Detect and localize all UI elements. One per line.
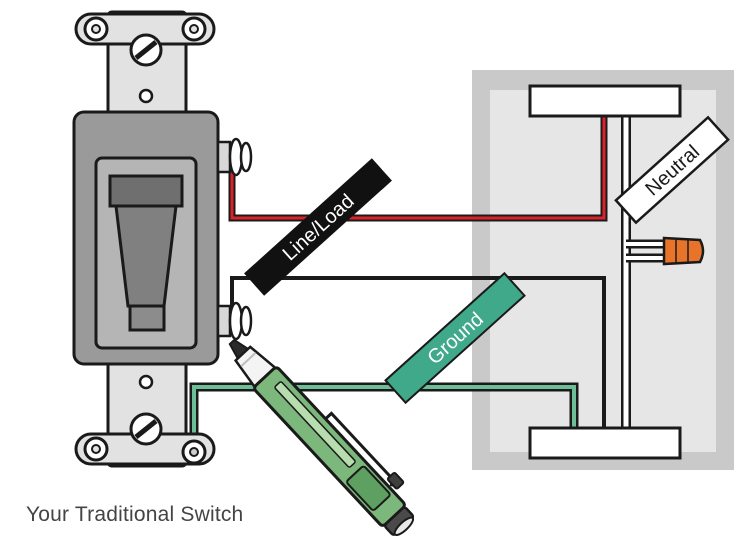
wire-nut <box>662 236 705 266</box>
light-switch <box>72 10 253 468</box>
line-load-label: Line/Load <box>244 158 392 296</box>
terminal-screw-upper <box>216 137 253 177</box>
screw-bottom-icon <box>129 412 163 446</box>
voltage-tester-icon <box>228 338 415 536</box>
neutral-wire <box>621 115 668 430</box>
screw-top-icon <box>129 33 163 67</box>
load-wire <box>230 276 606 430</box>
fixture-bottom-bar <box>528 426 682 460</box>
terminal-screw-lower <box>216 301 253 341</box>
diagram-caption: Your Traditional Switch <box>26 503 244 526</box>
hot-wire <box>228 115 608 222</box>
ground-wire <box>189 382 579 452</box>
toggle-lever <box>108 174 184 332</box>
line-load-label-text: Line/Load <box>279 190 359 265</box>
fixture-top-bar <box>528 84 682 118</box>
ground-screw <box>181 439 207 465</box>
